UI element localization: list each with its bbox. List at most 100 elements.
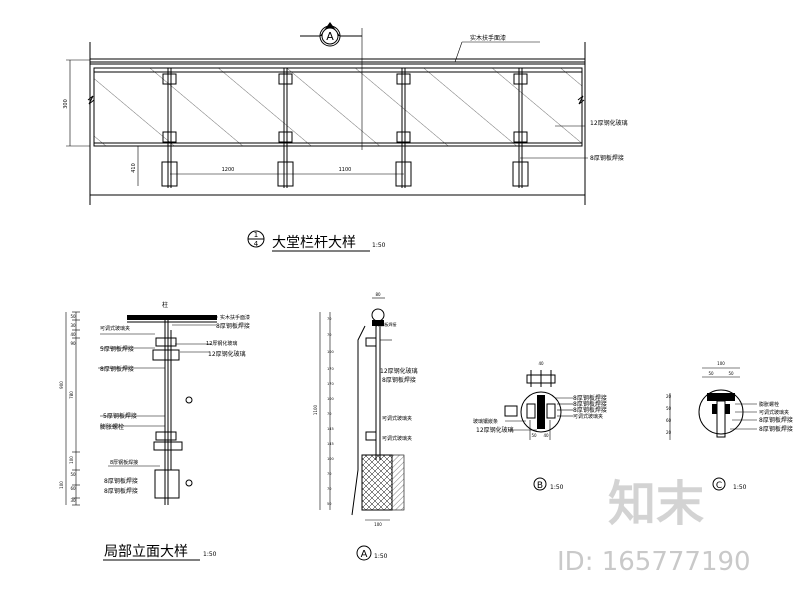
svg-text:玻璃镶嵌条: 玻璃镶嵌条 [473,418,498,425]
svg-text:5厚钢板焊接: 5厚钢板焊接 [103,412,137,420]
svg-text:局部立面大样: 局部立面大样 [104,544,188,560]
svg-text:12厚钢化玻璃: 12厚钢化玻璃 [206,340,237,347]
svg-text:8厚钢板焊接: 8厚钢板焊接 [590,154,624,162]
svg-text:70: 70 [327,317,331,321]
handrail-cap [127,315,217,320]
svg-text:A: A [361,549,368,560]
svg-text:12厚钢化玻璃: 12厚钢化玻璃 [380,367,418,375]
svg-text:8厚钢板焊接: 8厚钢板焊接 [216,322,250,330]
floor-slab [361,454,393,511]
svg-text:膨胀螺栓: 膨胀螺栓 [759,401,779,408]
svg-text:100: 100 [717,361,725,366]
local-elevation: 柱 50 30 40 90 900 780 100 50 60 100 [59,301,250,561]
svg-text:145: 145 [327,442,334,446]
svg-text:8厚钢板焊接: 8厚钢板焊接 [759,416,793,424]
section-a: 80 100 1100 70 70 100 170 170 100 70 145… [313,292,418,561]
svg-text:8厚钢板焊接: 8厚钢板焊接 [573,394,607,402]
svg-text:1: 1 [254,231,258,239]
svg-text:100: 100 [327,457,334,461]
post-4 [512,68,529,188]
svg-text:实木扶手面漆: 实木扶手面漆 [220,314,250,321]
post-2 [277,68,294,188]
svg-text:145: 145 [327,427,334,431]
svg-text:大堂栏杆大样: 大堂栏杆大样 [272,235,356,251]
detail-c: 100 50 50 20 50 60 20 膨胀螺栓 可调式玻璃夹 8厚钢板焊接… [666,361,793,491]
svg-text:40: 40 [70,332,76,337]
svg-text:可调式玻璃夹: 可调式玻璃夹 [100,325,130,332]
glass-panel [93,67,583,147]
svg-text:12厚钢化玻璃: 12厚钢化玻璃 [476,426,514,434]
svg-text:8厚钢板焊接: 8厚钢板焊接 [573,400,607,408]
svg-text:20: 20 [666,394,672,399]
svg-text:300: 300 [63,99,69,109]
svg-text:170: 170 [327,367,334,371]
svg-text:100: 100 [327,397,334,401]
svg-text:70: 70 [327,472,331,476]
svg-text:50: 50 [327,502,331,506]
svg-text:70: 70 [327,412,331,416]
svg-text:5厚钢板焊接: 5厚钢板焊接 [100,345,134,353]
svg-text:8厚钢板焊接: 8厚钢板焊接 [759,425,793,433]
svg-text:60: 60 [666,418,672,423]
svg-text:900: 900 [59,381,64,389]
svg-text:1100: 1100 [313,404,318,415]
svg-text:50: 50 [70,472,76,477]
svg-text:1200: 1200 [222,167,235,173]
svg-text:8厚钢板焊接: 8厚钢板焊接 [573,406,607,414]
svg-text:90: 90 [70,341,76,346]
svg-text:12厚钢化玻璃: 12厚钢化玻璃 [590,119,628,127]
svg-text:50: 50 [728,371,734,376]
section-callout-a: A [300,22,363,150]
svg-text:40: 40 [538,361,544,366]
svg-text:可调式玻璃夹: 可调式玻璃夹 [382,435,412,442]
svg-text:4: 4 [254,240,259,248]
svg-text:B: B [537,481,543,491]
svg-text:100: 100 [69,456,74,464]
svg-text:50: 50 [708,371,714,376]
svg-text:100: 100 [59,481,64,489]
watermark: 知末 ID: 165777190 [557,476,751,577]
svg-text:30: 30 [70,498,76,503]
svg-text:1100: 1100 [339,167,352,173]
svg-text:知末: 知末 [608,476,704,532]
svg-text:12厚钢化玻璃: 12厚钢化玻璃 [208,350,246,358]
svg-text:8厚钢板焊接: 8厚钢板焊接 [100,365,134,373]
svg-text:60: 60 [70,486,76,491]
svg-text:8厚钢板焊接: 8厚钢板焊接 [110,459,138,466]
svg-text:70: 70 [327,487,331,491]
svg-text:8厚钢板焊接: 8厚钢板焊接 [382,376,416,384]
svg-text:A: A [326,30,334,43]
svg-text:8厚钢板焊接: 8厚钢板焊接 [104,487,138,495]
svg-text:C: C [716,481,722,491]
top-elevation: A 300 410 1200 1100 实木扶手面漆 12厚钢化玻璃 8厚钢板焊… [63,22,628,252]
svg-text:50: 50 [70,314,76,319]
post-1 [161,68,178,188]
svg-text:80: 80 [375,292,381,297]
svg-text:170: 170 [327,382,334,386]
svg-text:可调式玻璃夹: 可调式玻璃夹 [759,409,789,416]
svg-text:40: 40 [543,433,549,438]
svg-text:可调式玻璃夹: 可调式玻璃夹 [573,413,603,420]
svg-text:780: 780 [69,391,74,399]
svg-text:膨胀螺栓: 膨胀螺栓 [100,423,124,431]
top-elevation-title: 1 4 大堂栏杆大样 1:50 [247,230,386,252]
svg-text:8厚钢板焊接: 8厚钢板焊接 [104,477,138,485]
svg-text:410: 410 [131,163,137,173]
svg-text:ID: 165777190: ID: 165777190 [557,547,751,577]
svg-text:70: 70 [327,333,331,337]
svg-text:1:50: 1:50 [550,484,564,491]
svg-text:50: 50 [666,406,672,411]
svg-text:50: 50 [531,433,537,438]
svg-text:可调式玻璃夹: 可调式玻璃夹 [382,415,412,422]
svg-text:8厚钢板焊接: 8厚钢板焊接 [374,321,397,327]
svg-text:1:50: 1:50 [374,553,388,560]
svg-text:100: 100 [374,522,382,527]
svg-text:30: 30 [70,323,76,328]
svg-text:柱: 柱 [162,301,168,309]
svg-text:100: 100 [327,350,334,354]
svg-text:1:50: 1:50 [203,551,217,558]
svg-text:20: 20 [666,430,672,435]
svg-text:实木扶手面漆: 实木扶手面漆 [470,34,506,42]
detail-b: 40 50 40 8厚钢板焊接 8厚钢板焊接 8厚钢板焊接 可调式玻璃夹 玻璃镶… [473,361,607,491]
